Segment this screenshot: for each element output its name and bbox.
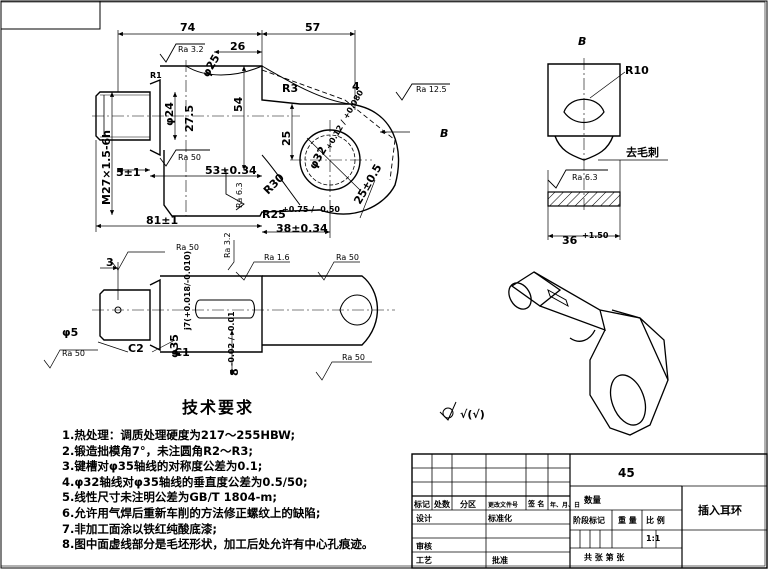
roughness-general-label: √(√) (460, 408, 485, 421)
dim-54: 54 (232, 96, 245, 112)
phi24-label: φ24 (163, 102, 176, 126)
requirement-item: 2.锻造拙模角7°，未注圆角R2～R3; (62, 443, 253, 458)
r25-tol: +0.75 / -0.50 (282, 205, 340, 214)
row-docno: 更改文件号 (488, 502, 519, 509)
dim-74: 74 (180, 21, 196, 34)
isometric-view (508, 271, 669, 436)
requirement-item: 6.允许用气焊后重新车削的方法修正螺纹上的缺陷; (62, 505, 321, 520)
scale-value: 1:1 (646, 534, 661, 543)
dim-3: 3 (106, 256, 114, 269)
ra16-label: Ra 1.6 (264, 253, 290, 262)
standardize-label: 标准化 (488, 514, 512, 523)
dim-8-tol: -0.02 / -0.01 (227, 311, 236, 366)
sheet-count: 共 张 第 张 (584, 553, 625, 562)
ra50-sec-right: Ra 50 (336, 253, 359, 262)
ra63-mid: Ra 6.3 (235, 182, 244, 208)
dim-26: 26 (230, 40, 246, 53)
part-name: 插入耳环 (698, 504, 742, 517)
dim-53: 53±0.34 (205, 164, 257, 177)
roughness-marks (159, 43, 450, 211)
review-label: 审核 (416, 542, 432, 551)
requirement-item: 3.键槽对φ35轴线的对称度公差为0.1; (62, 459, 263, 474)
r1-label: R1 (150, 71, 162, 80)
section-view (92, 275, 395, 353)
dim-27-5: 27.5 (183, 105, 196, 132)
dim-5: 5±1 (116, 166, 141, 179)
phi5-label: φ5 (62, 326, 78, 339)
dim-25r: 25±0.5 (351, 162, 384, 207)
thread-label: M27×1.5-6h (100, 130, 113, 205)
roughness-general-symbol (439, 401, 457, 421)
dim-36-tol: +1.50 (582, 231, 609, 240)
dim-81: 81±1 (146, 214, 178, 227)
row-date: 年、月、日 (550, 502, 581, 509)
view-b-title: B (578, 35, 586, 48)
tech-requirements-title: 技术要求 (182, 398, 255, 417)
requirement-item: 4.φ32轴线对φ35轴线的垂直度公差为0.5/50; (62, 474, 308, 489)
title-block (411, 453, 768, 569)
row-count: 处数 (434, 500, 450, 509)
dim-57: 57 (305, 21, 320, 34)
requirement-item: 1.热处理：调质处理硬度为217～255HBW; (62, 428, 296, 442)
ra50-sec-top: Ra 50 (176, 243, 199, 252)
scale-label: 比 例 (646, 516, 665, 525)
ra50-sec-left: Ra 50 (62, 349, 85, 358)
ra63-viewb: Ra 6.3 (572, 173, 598, 182)
front-view (92, 60, 400, 217)
r30-label: R30 (261, 171, 287, 197)
ra50-mid: Ra 50 (178, 153, 201, 162)
ra32-top: Ra 3.2 (178, 45, 204, 54)
deburr-label: 去毛刺 (626, 145, 659, 159)
requirement-item: 8.图中面虚线部分是毛坯形状，加工后处允许有中心孔痕迹。 (62, 537, 374, 552)
process-label: 工艺 (416, 556, 432, 565)
design-label: 设计 (416, 514, 432, 523)
dim-25: 25 (280, 131, 293, 146)
ra125-label: Ra 12.5 (416, 85, 447, 94)
r25-label: R25 (262, 208, 286, 221)
r10-label: R10 (625, 64, 649, 77)
corner-box (0, 0, 101, 30)
c1-label: C1 (174, 346, 190, 359)
phi32-tol: +0.12 / +0.080 (324, 88, 365, 151)
quantity-label: 数量 (584, 496, 602, 506)
ra50-sec-bottom: Ra 50 (342, 353, 365, 362)
phi35-tol: j7(+0.018/-0.010) (183, 251, 192, 331)
dim-36: 36 (562, 234, 578, 247)
weight-label: 重 量 (618, 516, 637, 525)
view-b (547, 58, 668, 240)
tech-requirements-list: 1.热处理：调质处理硬度为217～255HBW; 2.锻造拙模角7°，未注圆角R… (62, 428, 422, 553)
row-zone: 分区 (460, 500, 476, 509)
view-b-arrow-label: B (440, 127, 448, 140)
r3-label: R3 (282, 82, 298, 95)
c2-label: C2 (128, 342, 144, 355)
requirement-item: 7.非加工面涂以铁红纯酸底漆; (62, 521, 217, 536)
material-value: 45 (618, 466, 635, 480)
requirement-item: 5.线性尺寸未注明公差为GB/T 1804-m; (62, 490, 277, 505)
row-sign: 签 名 (528, 500, 545, 508)
front-view-dimensions (95, 30, 410, 238)
dim-38: 38±0.34 (276, 222, 328, 235)
row-mark: 标记 (414, 500, 430, 509)
stage-mark: 阶段标记 (573, 516, 605, 525)
approve-label: 批准 (492, 556, 508, 565)
ra32-sec: Ra 3.2 (223, 232, 232, 258)
phi35-label: φ35 (168, 334, 181, 358)
dim-8: 8 (228, 368, 241, 376)
label-4: 4 (352, 80, 360, 93)
